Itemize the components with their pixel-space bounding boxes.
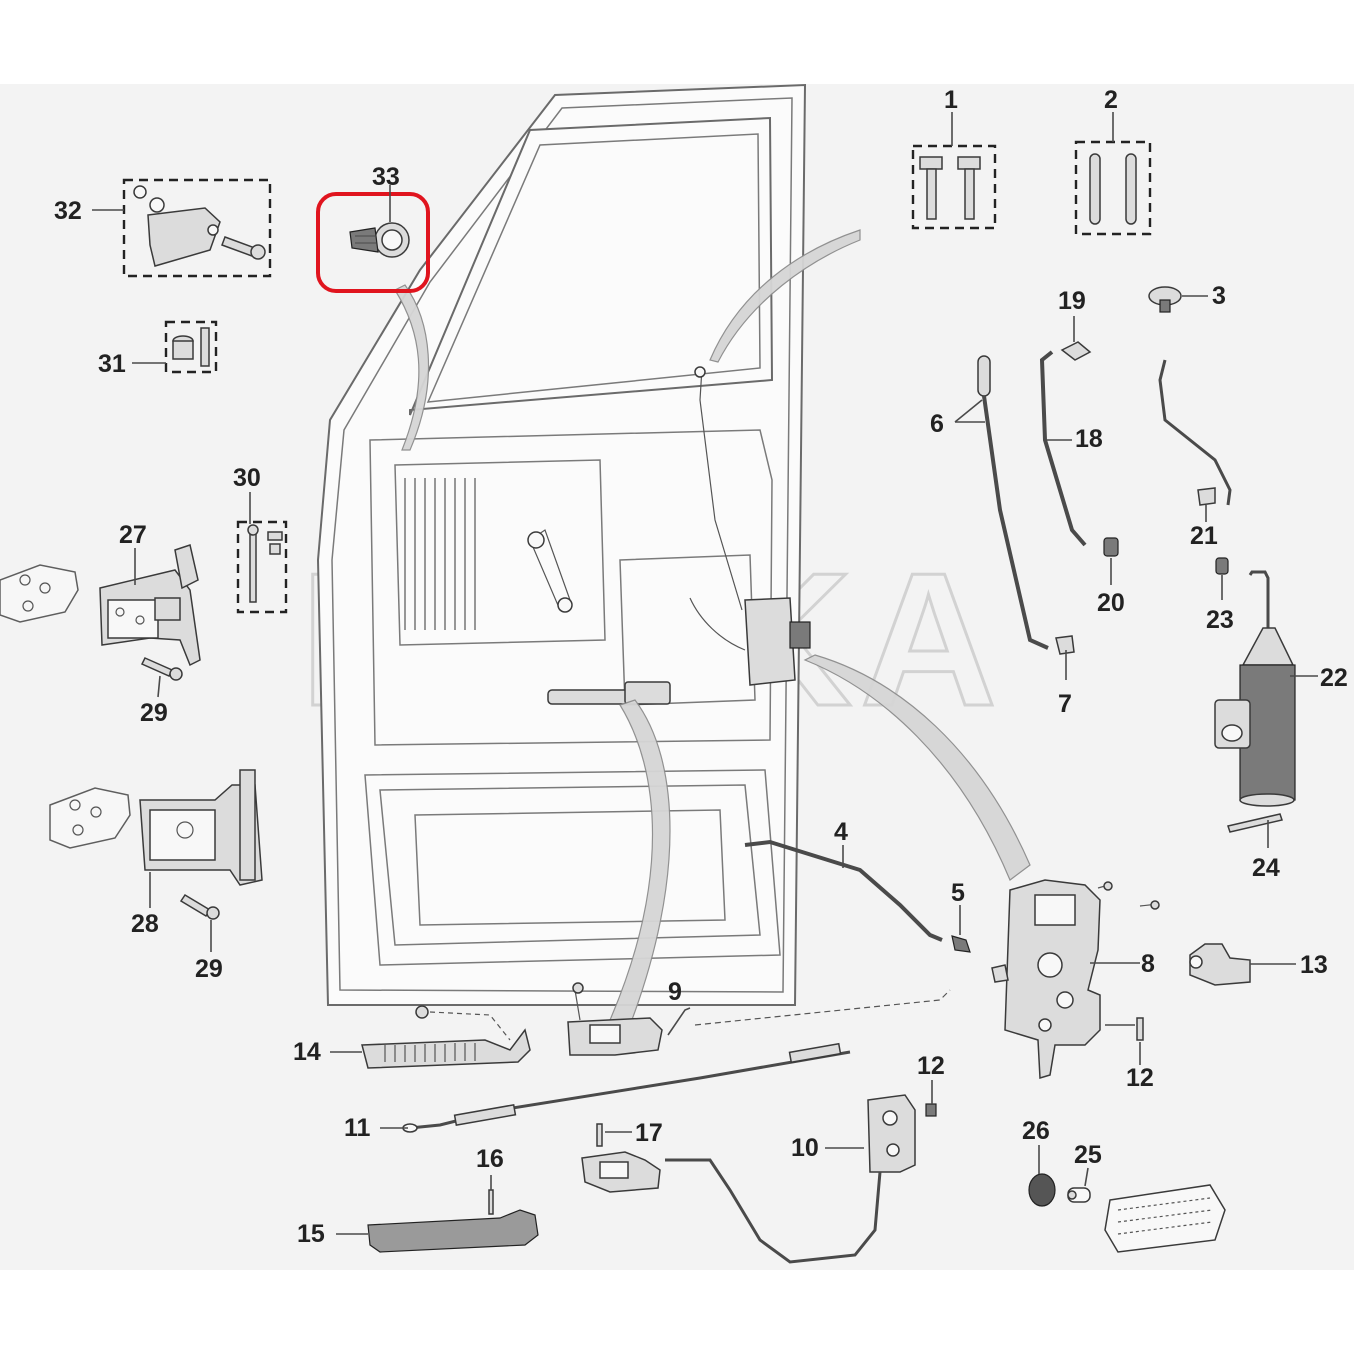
part-27-hinge [0,544,201,667]
callout-31: 31 [98,350,126,378]
part-29-screws [140,657,220,952]
part-3-clip [1148,286,1208,313]
callout-29-upper: 29 [140,699,168,727]
callout-6: 6 [930,410,944,438]
part-5-clip [951,905,971,953]
part-20-clip [1103,537,1119,585]
part-26-socket [1028,1145,1056,1207]
callout-16: 16 [476,1145,504,1173]
part-31-kit [132,320,218,374]
callout-7: 7 [1058,690,1072,718]
part-25-bulb [1067,1167,1226,1253]
callout-32: 32 [54,197,82,225]
part-30-kit [236,492,288,614]
part-6-7-rod [954,355,1075,680]
callout-4: 4 [834,818,848,846]
part-9-latch [567,982,951,1056]
callout-17: 17 [635,1119,663,1147]
callout-13: 13 [1300,951,1328,979]
part-11-cable [380,1042,851,1133]
part-1-kit [911,112,997,230]
callout-12-right: 12 [1126,1064,1154,1092]
callout-12-left: 12 [917,1052,945,1080]
part-28-hinge [49,769,263,908]
part-14-handle [330,1005,531,1069]
callout-22: 22 [1320,664,1348,692]
part-17-latch [581,1123,661,1193]
callout-2: 2 [1104,86,1118,114]
part-2-kit [1074,112,1152,236]
callout-26: 26 [1022,1117,1050,1145]
part-23-clip [1215,557,1229,600]
callout-11: 11 [344,1114,371,1142]
callout-labels: 1 2 3 4 5 6 7 8 9 10 11 12 12 13 14 15 1… [54,86,1348,1248]
part-16-screw [488,1175,494,1215]
part-4-rod [744,839,943,942]
callout-15: 15 [297,1220,325,1248]
door-shell [316,83,811,1006]
part-33-clip[interactable] [316,185,430,293]
callout-1: 1 [944,86,958,114]
callout-8: 8 [1141,950,1155,978]
callout-23: 23 [1206,606,1234,634]
callout-14: 14 [293,1038,321,1066]
callout-5: 5 [951,879,965,907]
callout-20: 20 [1097,589,1125,617]
part-10-latch [665,1094,916,1264]
part-13-bumper [1189,943,1296,986]
callout-19: 19 [1058,287,1086,315]
part-24-pin [1227,813,1283,848]
callout-3: 3 [1212,282,1226,310]
part-18-19-rod [1039,316,1092,547]
part-32-kit [92,178,272,278]
highlight-box [316,192,430,293]
callout-24: 24 [1252,854,1280,882]
part-22-cylinder [1214,570,1318,807]
callout-21: 21 [1190,522,1218,550]
part-8-latch [991,879,1160,1079]
part-12-bolts [925,1017,1144,1117]
callout-18: 18 [1075,425,1103,453]
callout-10: 10 [791,1134,819,1162]
callout-30: 30 [233,464,261,492]
part-15-handle [336,1209,539,1253]
callout-28: 28 [131,910,159,938]
callout-25: 25 [1074,1141,1102,1169]
callout-27: 27 [119,521,147,549]
callout-9: 9 [668,978,682,1006]
part-21-rod [1158,359,1232,522]
callout-29-lower: 29 [195,955,223,983]
callout-33: 33 [372,163,400,191]
